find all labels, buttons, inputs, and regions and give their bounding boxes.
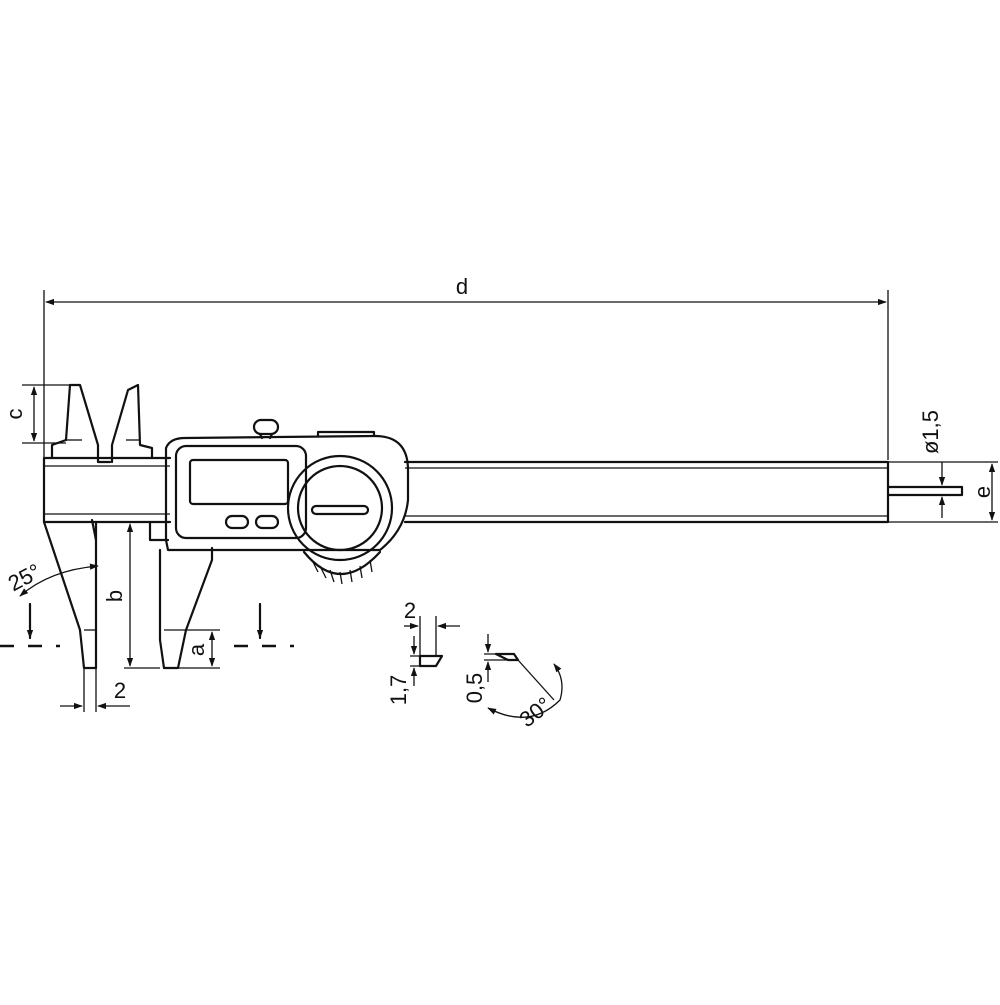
- label-detail-height: 1,7: [386, 675, 411, 706]
- sliding-inside-jaw: [110, 383, 154, 464]
- reference-lines: [0, 602, 294, 648]
- thumb-roller: [252, 418, 280, 440]
- slider-housing: [164, 434, 410, 552]
- label-detail-angle: 30°: [515, 692, 557, 732]
- label-c: c: [2, 409, 27, 420]
- label-b: b: [102, 590, 127, 602]
- label-e: e: [970, 486, 995, 498]
- lcd-display: [174, 444, 308, 540]
- dimension-jaw-width: 2: [60, 668, 130, 712]
- label-a: a: [184, 643, 209, 656]
- caliper-body: [42, 383, 964, 670]
- dimension-jaw-angle: 25°: [4, 559, 99, 597]
- dimension-a: a: [178, 629, 220, 669]
- dimension-rod-diameter: ø1,5: [918, 410, 962, 518]
- label-d: d: [456, 274, 468, 299]
- lock-screw: [316, 430, 376, 438]
- label-detail-width: 2: [404, 598, 416, 623]
- detail-step-shape: [494, 652, 520, 662]
- dimension-e: e: [888, 461, 998, 523]
- dial-knob: [286, 454, 394, 585]
- dimension-b: b: [102, 521, 160, 669]
- label-detail-step: 0,5: [462, 673, 487, 704]
- label-rod-diameter: ø1,5: [918, 410, 943, 454]
- dimension-d: d: [43, 274, 889, 460]
- beam-inner-line: [44, 465, 888, 517]
- label-jaw-width: 2: [114, 678, 126, 703]
- depth-rod: [886, 485, 964, 497]
- fixed-outside-jaw: [42, 518, 98, 670]
- detail-tip-profile: 2 1,7: [386, 598, 460, 705]
- fixed-inside-jaw: [50, 383, 112, 464]
- dimension-c: c: [2, 384, 70, 444]
- label-jaw-angle: 25°: [4, 559, 45, 597]
- detail-step-profile: 0,5 30°: [462, 634, 563, 732]
- detail-tip-shape: [418, 654, 444, 668]
